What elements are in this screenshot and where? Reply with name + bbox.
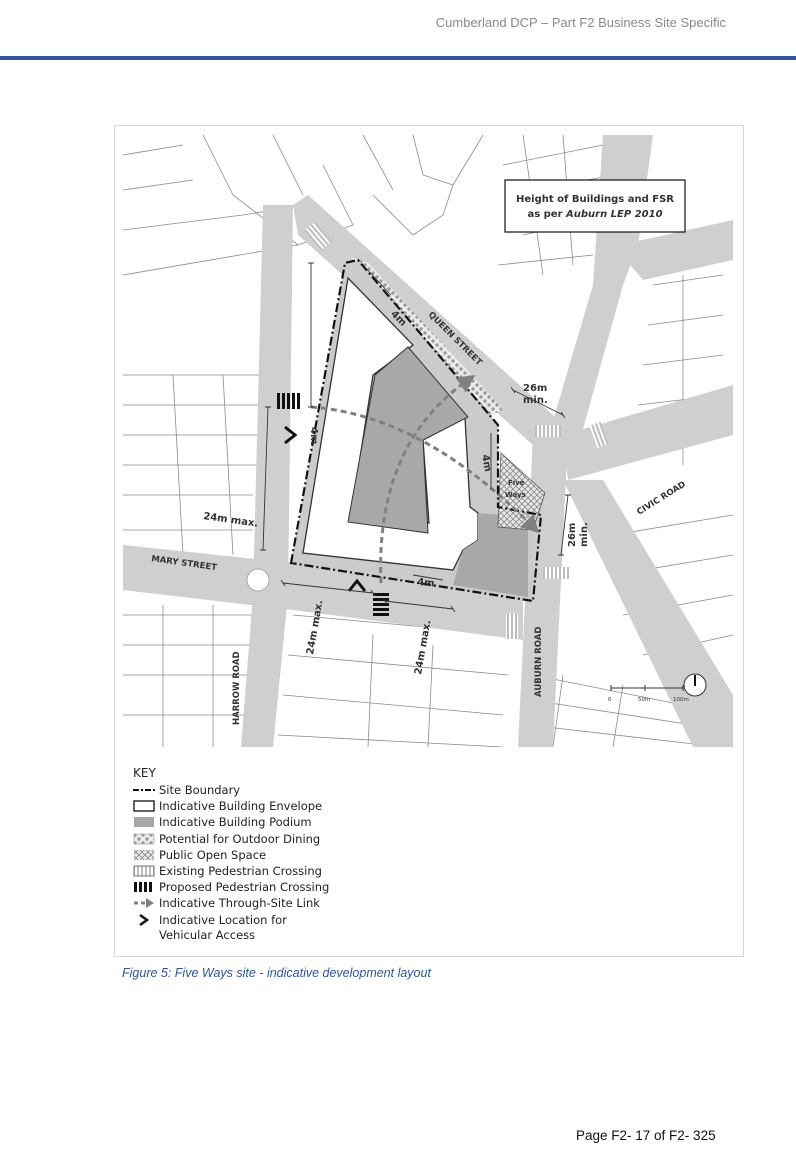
map-title-line2-prefix: as per bbox=[527, 209, 566, 220]
open-space-symbol-icon bbox=[133, 848, 159, 862]
vehicular-access-chevron-1 bbox=[284, 425, 298, 445]
svg-text:as per Auburn LEP 2010: as per Auburn LEP 2010 bbox=[527, 209, 662, 220]
proposed-crossings bbox=[277, 393, 389, 616]
width-label-auburn-min: min. bbox=[579, 522, 590, 547]
scale-zero: 0 bbox=[608, 697, 612, 703]
width-label-auburn: 26m bbox=[567, 523, 578, 547]
scale-mid: 50m bbox=[638, 697, 650, 703]
existing-crossings bbox=[304, 221, 609, 639]
site-map: 4m 4m 4m 4m QUEEN STREET CIVIC ROAD MARY… bbox=[123, 135, 733, 747]
key-row-existing-crossing: Existing Pedestrian Crossing bbox=[133, 864, 329, 880]
scale-end: 100m bbox=[673, 697, 689, 703]
outdoor-dining-symbol-icon bbox=[133, 832, 159, 846]
vehicular-access-chevron-2 bbox=[347, 578, 367, 592]
header-rule bbox=[0, 56, 796, 60]
vehicular-access-symbol-icon bbox=[133, 913, 159, 927]
figure-caption: Figure 5: Five Ways site - indicative de… bbox=[122, 966, 431, 980]
open-space-label-2: Ways bbox=[505, 491, 526, 499]
map-title-line2-italic: Auburn LEP 2010 bbox=[565, 209, 663, 220]
map-key: KEY Site Boundary Indicative Building En… bbox=[133, 766, 329, 945]
roundabout bbox=[246, 568, 270, 592]
scale-bar: 0 50m 100m bbox=[608, 685, 689, 703]
width-label-queen-min: min. bbox=[523, 395, 548, 406]
width-label-queen: 26m bbox=[523, 383, 547, 394]
through-site-link-symbol-icon bbox=[133, 896, 159, 910]
key-row-outdoor-dining: Potential for Outdoor Dining bbox=[133, 832, 329, 848]
setback-label-mary: 4m bbox=[417, 577, 435, 589]
key-row-through-site-link: Indicative Through-Site Link bbox=[133, 896, 329, 912]
key-row-building-envelope: Indicative Building Envelope bbox=[133, 799, 329, 815]
site-boundary-line bbox=[289, 258, 543, 603]
street-label-auburn: AUBURN ROAD bbox=[534, 627, 544, 697]
building-envelope-symbol-icon bbox=[133, 799, 159, 813]
through-site-links bbox=[310, 374, 540, 584]
map-title-box: Height of Buildings and FSR as per Aubur… bbox=[504, 179, 686, 233]
key-row-site-boundary: Site Boundary bbox=[133, 783, 329, 799]
key-row-building-podium: Indicative Building Podium bbox=[133, 815, 329, 831]
page-number: Page F2- 17 of F2- 325 bbox=[576, 1128, 716, 1143]
proposed-crossing-symbol-icon bbox=[133, 880, 159, 894]
map-title-line1: Height of Buildings and FSR bbox=[516, 194, 674, 205]
setback-label-harrow: 4m bbox=[308, 427, 319, 444]
site-boundary-symbol-icon bbox=[133, 783, 159, 797]
setback-label-auburn: 4m bbox=[479, 454, 493, 473]
building-podium bbox=[347, 346, 469, 534]
dimension-lines bbox=[260, 262, 571, 613]
existing-crossing-symbol-icon bbox=[133, 864, 159, 878]
key-row-proposed-crossing: Proposed Pedestrian Crossing bbox=[133, 880, 329, 896]
north-arrow-icon bbox=[683, 673, 707, 697]
street-label-harrow: HARROW ROAD bbox=[232, 651, 242, 725]
document-header: Cumberland DCP – Part F2 Business Site S… bbox=[435, 15, 726, 30]
key-title: KEY bbox=[133, 766, 156, 780]
building-podium-symbol-icon bbox=[133, 815, 159, 829]
key-row-open-space: Public Open Space bbox=[133, 848, 329, 864]
open-space-label-1: Five bbox=[508, 479, 525, 487]
